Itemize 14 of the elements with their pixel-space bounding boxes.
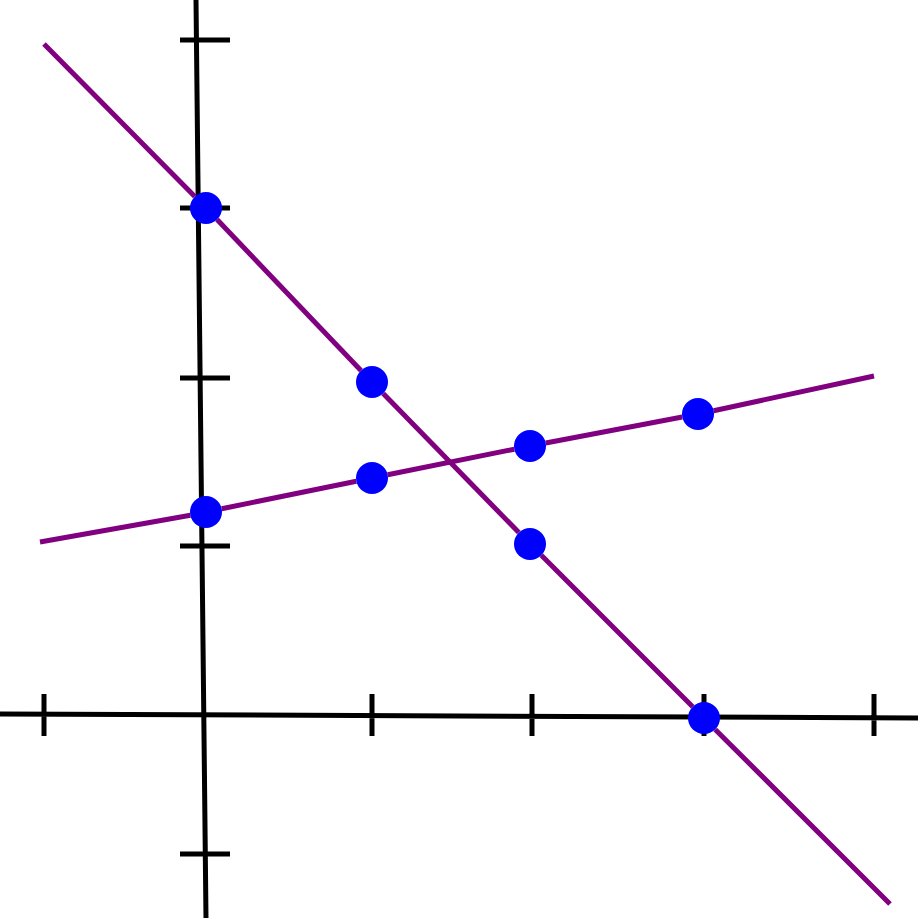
- line-segment: [539, 553, 695, 709]
- data-point: [190, 192, 222, 224]
- data-point: [190, 496, 222, 528]
- data-point: [688, 702, 720, 734]
- data-point: [682, 398, 714, 430]
- line-segment: [545, 414, 683, 446]
- data-point: [356, 366, 388, 398]
- line-segment: [381, 391, 521, 535]
- data-point: [514, 430, 546, 462]
- data-point: [356, 462, 388, 494]
- line-segment: [387, 446, 515, 478]
- line-segment: [215, 217, 363, 373]
- data-point: [514, 528, 546, 560]
- line-segment: [221, 478, 357, 512]
